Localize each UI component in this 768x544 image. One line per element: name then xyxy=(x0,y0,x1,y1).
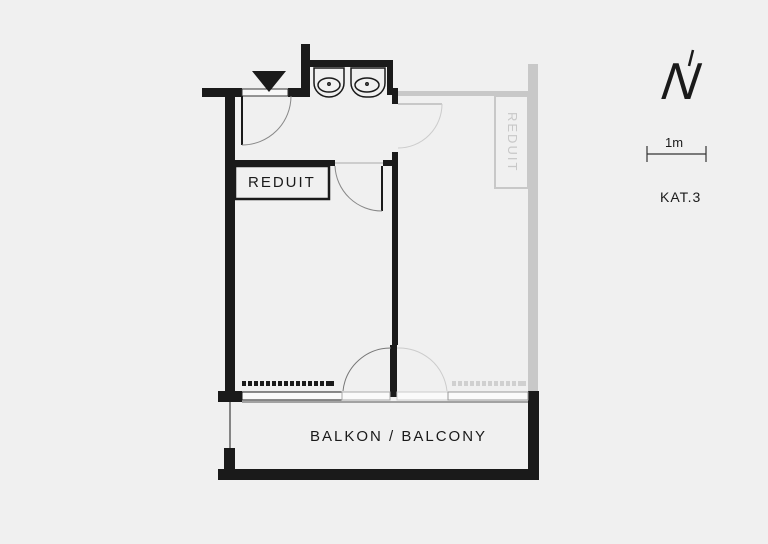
category-label: KAT.3 xyxy=(660,189,702,205)
sink-icon xyxy=(313,67,345,98)
walls xyxy=(202,44,539,480)
room-label-balcony: BALKON / BALCONY xyxy=(310,428,488,445)
entrance-arrow-icon xyxy=(252,71,286,92)
room-label-reduit: REDUIT xyxy=(248,174,316,191)
balcony-door[interactable] xyxy=(342,347,448,392)
radiator-gaps xyxy=(246,380,518,387)
balcony-window xyxy=(241,391,529,403)
neighbor-unit xyxy=(397,64,538,394)
entrance-door[interactable] xyxy=(241,88,292,146)
sink-icon xyxy=(350,67,386,98)
reduit-box xyxy=(233,164,331,201)
north-arrow-icon xyxy=(687,49,695,67)
radiator-neighbor xyxy=(452,381,526,386)
room-label-reduit-neighbor: REDUIT xyxy=(505,112,520,173)
scale-label: 1m xyxy=(665,135,684,150)
north-label: N xyxy=(657,53,704,111)
bathroom-door[interactable] xyxy=(334,162,383,212)
scale-bar xyxy=(646,146,707,162)
